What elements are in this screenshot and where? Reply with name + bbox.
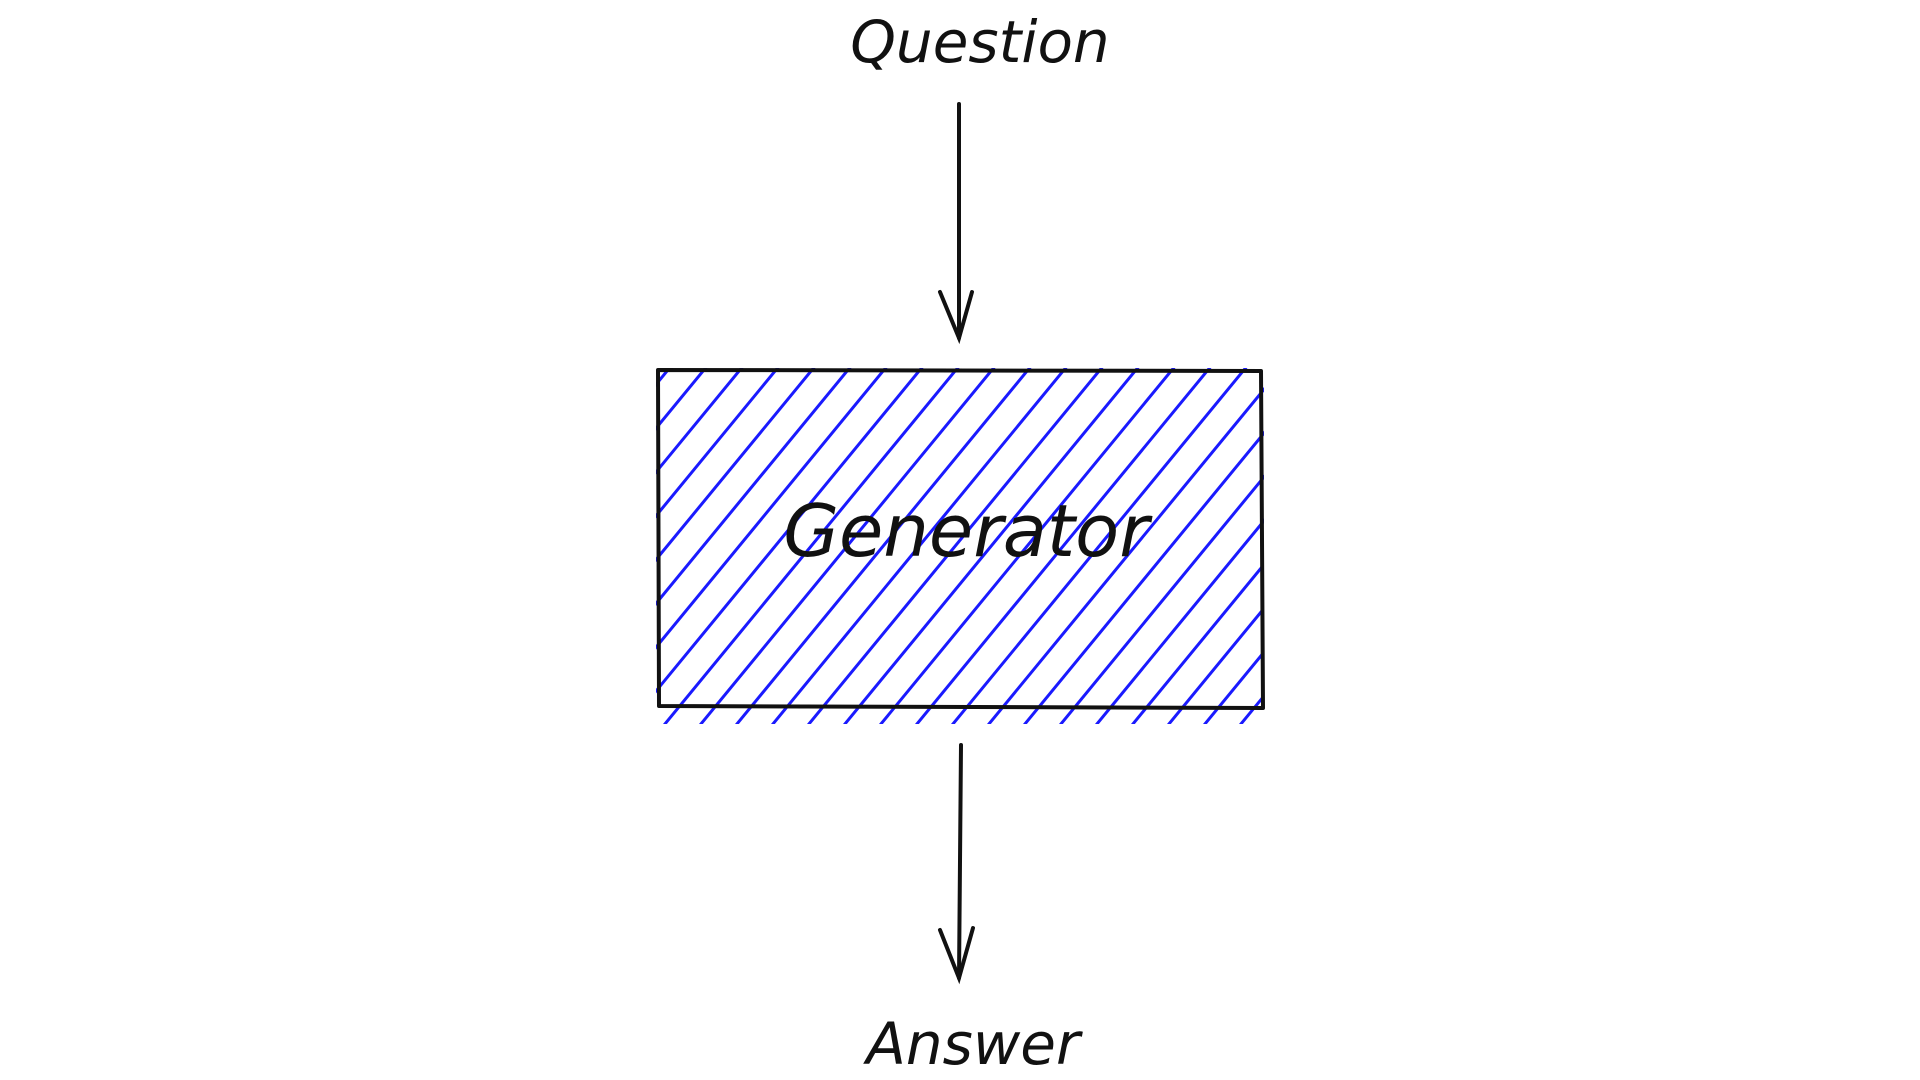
generator-box bbox=[656, 368, 1265, 710]
hatch-line bbox=[656, 368, 672, 387]
hatch-line bbox=[1094, 518, 1264, 724]
hatch-line bbox=[656, 368, 816, 563]
hatch-line bbox=[1058, 474, 1264, 724]
hatch-line bbox=[950, 368, 1248, 724]
hatch-line bbox=[806, 368, 1104, 724]
hatch-line bbox=[662, 368, 960, 724]
hatch-line bbox=[1380, 365, 1680, 730]
hatch-line bbox=[1272, 365, 1572, 730]
hatch-line bbox=[656, 368, 708, 431]
hatch-line bbox=[1416, 365, 1716, 730]
hatch-line bbox=[1632, 365, 1920, 730]
generator-label: Generator bbox=[783, 489, 1153, 573]
hatch-line bbox=[656, 368, 888, 650]
arrow-generator-to-answer bbox=[938, 743, 975, 985]
arrow-question-to-generator bbox=[938, 102, 974, 345]
hatch-line bbox=[1130, 562, 1264, 724]
hatch-line bbox=[1344, 365, 1644, 730]
hatch-line bbox=[914, 368, 1212, 724]
hatch-line bbox=[300, 365, 600, 730]
hatch-line bbox=[842, 368, 1140, 724]
hatch-line bbox=[1524, 365, 1824, 730]
hatch-line bbox=[656, 368, 744, 475]
hatch-line bbox=[1488, 365, 1788, 730]
hatch-line bbox=[878, 368, 1176, 724]
hatch-line bbox=[1166, 605, 1264, 724]
hatch-line bbox=[336, 365, 636, 730]
hatch-line bbox=[1202, 649, 1264, 724]
hatch-line bbox=[1452, 365, 1752, 730]
hatch-line bbox=[698, 368, 996, 724]
hatch-line bbox=[770, 368, 1068, 724]
answer-label: Answer bbox=[862, 1010, 1083, 1078]
hatch-line bbox=[656, 368, 780, 519]
hatch-line bbox=[1596, 365, 1896, 730]
hatch-line bbox=[656, 368, 852, 606]
question-label: Question bbox=[850, 8, 1109, 76]
generator-hatch-fill bbox=[300, 365, 1920, 730]
hatch-line bbox=[1022, 430, 1264, 724]
hatch-line bbox=[734, 368, 1032, 724]
hatch-line bbox=[1668, 365, 1920, 730]
hatch-line bbox=[1238, 693, 1264, 724]
hatch-line bbox=[1308, 365, 1608, 730]
hatch-line bbox=[986, 386, 1264, 724]
hatch-line bbox=[1560, 365, 1860, 730]
hatch-line bbox=[656, 368, 924, 694]
